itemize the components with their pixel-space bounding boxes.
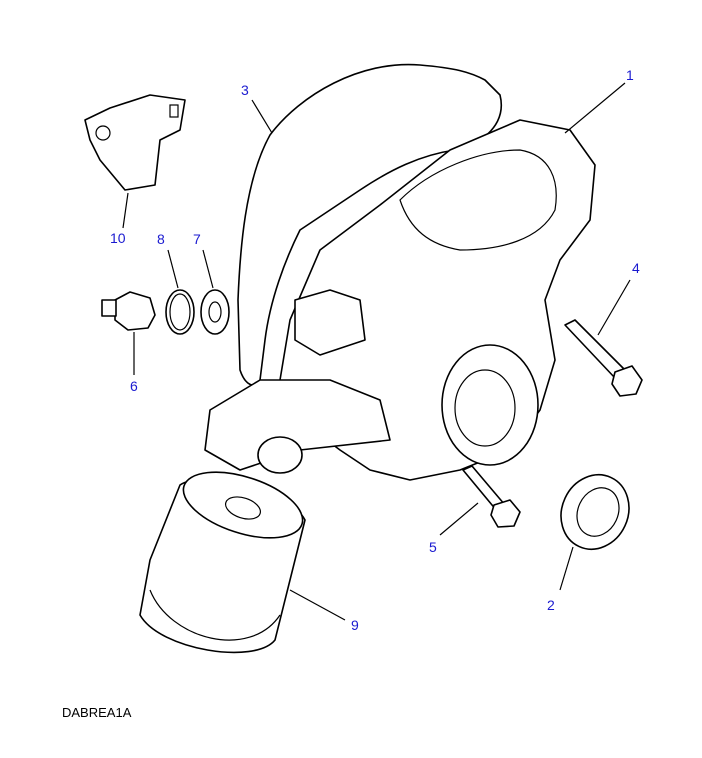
- oil-filter-top: [182, 471, 304, 539]
- oil-filter-center-hole: [225, 496, 261, 520]
- gasket: [237, 63, 502, 386]
- pump-bore: [441, 344, 539, 466]
- leader-line-4: [597, 279, 631, 336]
- housing-boss: [294, 289, 366, 356]
- o-ring: [165, 289, 195, 335]
- callout-10: 10: [110, 230, 126, 246]
- oil-filter-base-edge: [149, 589, 281, 641]
- washer-hole: [208, 301, 222, 323]
- leader-line-5: [439, 502, 479, 536]
- callout-5: 5: [429, 539, 437, 555]
- leader-line-2: [559, 546, 574, 591]
- leader-line-3: [251, 99, 273, 134]
- leader-line-9: [289, 589, 346, 621]
- crankshaft-seal: [560, 474, 630, 550]
- leader-line-7: [202, 249, 214, 289]
- leader-line-8: [167, 249, 179, 289]
- bolt-long-head: [611, 365, 643, 397]
- pump-bore-inner: [454, 369, 516, 447]
- bracket: [84, 94, 186, 191]
- bracket-hole: [95, 125, 111, 141]
- bolt-short-head: [490, 499, 521, 528]
- crankshaft-seal-inner: [576, 487, 620, 537]
- housing-port: [257, 436, 303, 474]
- leader-line-10: [122, 192, 129, 229]
- callout-8: 8: [157, 231, 165, 247]
- o-ring-inner: [169, 293, 191, 331]
- washer: [200, 289, 230, 335]
- callout-4: 4: [632, 260, 640, 276]
- timing-cover-opening: [399, 149, 557, 251]
- diagram-code: DABREA1A: [62, 705, 132, 720]
- callout-2: 2: [547, 597, 555, 613]
- filter-housing: [204, 379, 391, 471]
- bracket-slot: [169, 104, 179, 118]
- oil-pressure-switch: [114, 291, 156, 331]
- callout-9: 9: [351, 617, 359, 633]
- bolt-long: [564, 319, 626, 379]
- oil-pressure-switch-terminal: [101, 299, 117, 317]
- callout-7: 7: [193, 231, 201, 247]
- leader-line-1: [564, 82, 626, 134]
- callout-3: 3: [241, 82, 249, 98]
- callout-6: 6: [130, 378, 138, 394]
- leader-lines: [122, 82, 631, 621]
- callout-1: 1: [626, 67, 634, 83]
